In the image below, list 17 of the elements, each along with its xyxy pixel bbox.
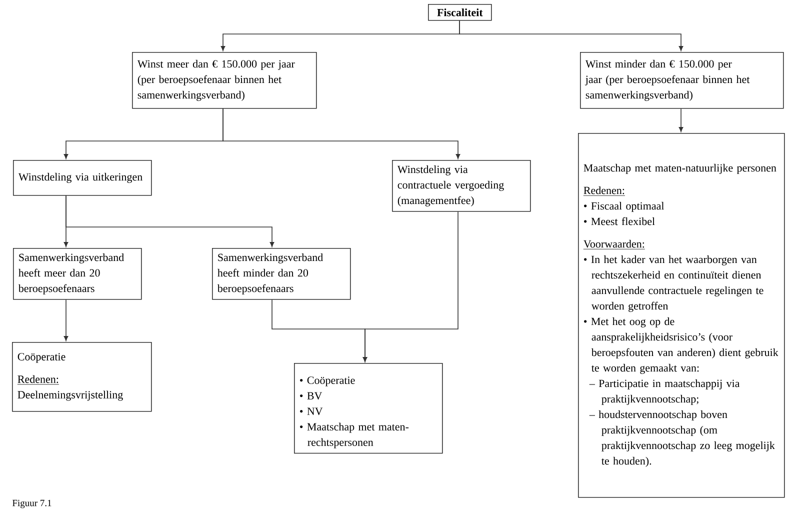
process-box: • Coöperatie • BV • NV • Maatschap met maten-rechtspersonen (294, 363, 443, 454)
process-box: Winstdeling via uitkeringen (13, 160, 152, 196)
arrow (222, 108, 460, 159)
arrow (66, 195, 274, 247)
arrow (64, 299, 68, 341)
arrow (678, 108, 684, 132)
process-box: Coöperatie Redenen: Deelnemingsvrijstelling (12, 342, 152, 412)
process-box: Maatschap met maten-natuurlijke personen Redenen: • Fiscaal optimaal • Meest flexibel Voorwaarden: • In het kader van het waarborgen van rechtszekerheid en continuïteit dienen aanvullende contractuele regelingen te worden getroffen • Met het oog op de aansprakelijkheidsrisico’s (voor beroepsfouten van anderen) dient gebruik te worden gemaakt van: – Participatie in maatschappij via praktijkvennootschap; – houdstervennootschap boven praktijkvennootschap (om praktijkvennootschap zo leeg mogelijk te houden). (578, 133, 785, 498)
process-box: Samenwerkingsverband heeft meer dan 20 beroepsoefenaars (13, 248, 142, 300)
title-box: Fiscaliteit (428, 4, 492, 21)
figure-caption: Figuur 7.1 (12, 500, 52, 508)
process-box: Winstdeling via contractuele vergoeding (managementfee) (392, 160, 531, 212)
process-box: Samenwerkingsverband heeft minder dan 20 beroepsoefenaars (212, 248, 351, 300)
arrow (362, 211, 458, 362)
arrow (459, 20, 684, 51)
process-box: Winst meer dan € 150.000 per jaar (per beroepsoefenaar binnen het samenwerkingsverband) (132, 52, 317, 109)
process-box: Winst minder dan € 150.000 per jaar (per beroepsoefenaar binnen het samenwerkingsverband) (580, 52, 784, 109)
